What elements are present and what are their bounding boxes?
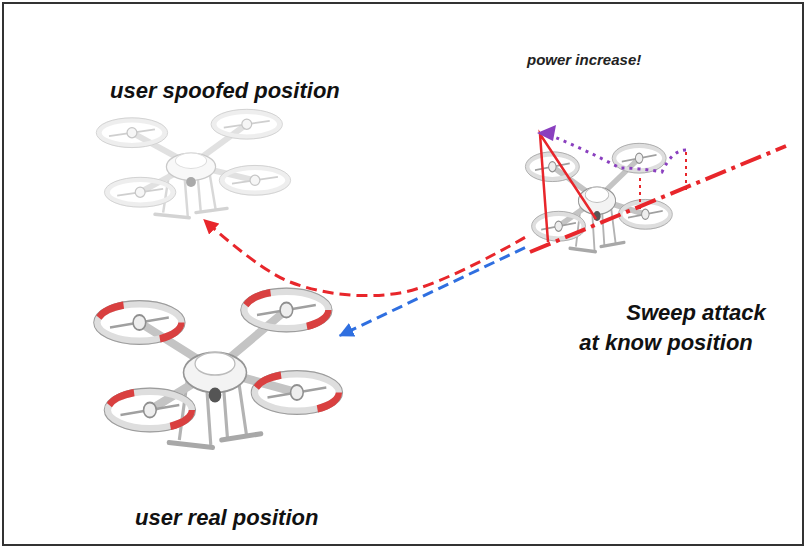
drone-node: user real position — [97, 290, 340, 455]
spoof-arrow — [204, 220, 525, 296]
sweep-line — [530, 146, 786, 252]
sweep-dotted-marks — [640, 150, 686, 209]
power-arrowhead — [537, 125, 556, 141]
frame-border — [3, 3, 803, 545]
power-curve — [552, 136, 686, 172]
caption-holder: user spoofed position — [110, 76, 340, 106]
annotation-label: power increase! — [527, 50, 641, 70]
drone-caption: user real position — [135, 503, 318, 533]
drone-caption: Sweep attack at know position — [561, 298, 771, 358]
drone-node: user spoofed position — [96, 110, 286, 220]
real-drone-accents — [97, 291, 338, 429]
caption-holder: user real position — [135, 503, 318, 533]
spoof-arrow — [340, 248, 525, 336]
drone-node: Sweep attack at know position — [525, 135, 670, 263]
caption-holder: Sweep attack at know position — [561, 298, 771, 358]
real-drone — [94, 288, 343, 447]
spoofed-drone — [96, 109, 290, 217]
label-holder: power increase! — [527, 50, 641, 70]
drone-caption: user spoofed position — [110, 76, 340, 106]
